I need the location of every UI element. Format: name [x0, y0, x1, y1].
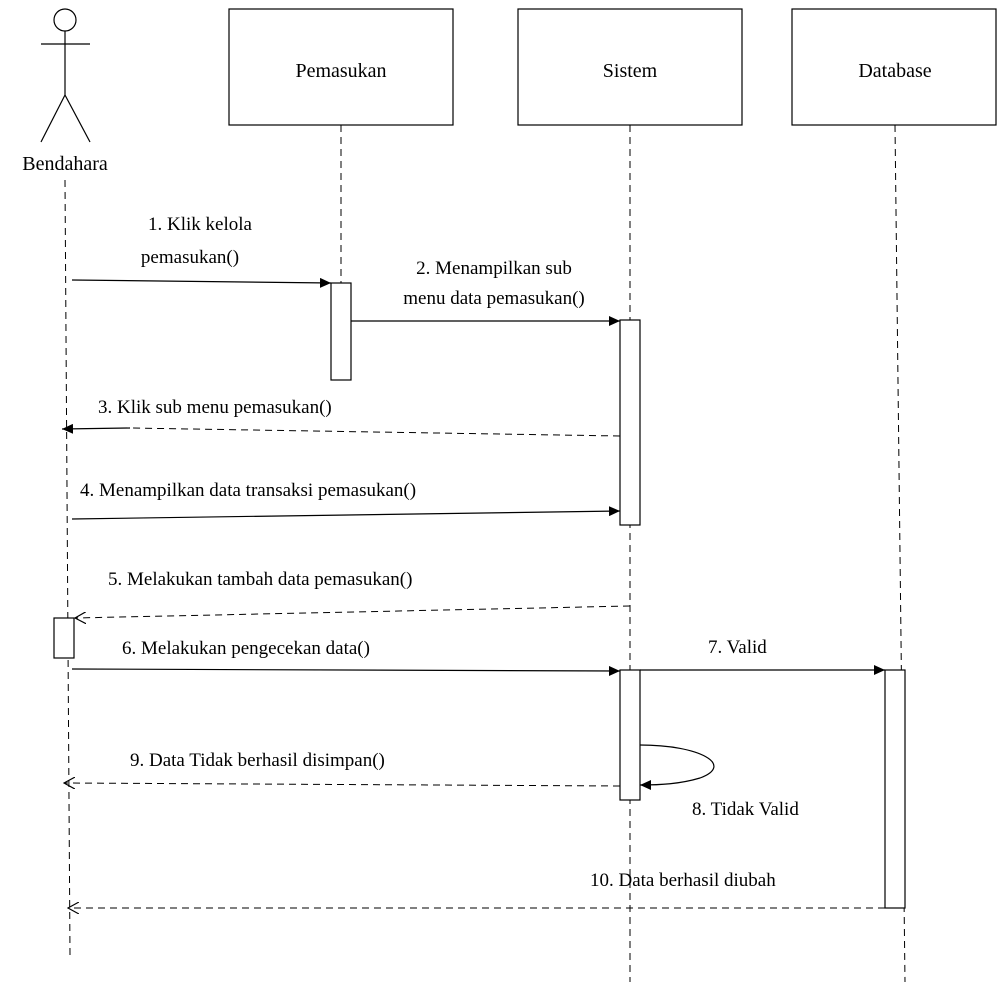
message-9-arrow — [64, 783, 621, 786]
message-5: 5. Melakukan tambah data pemasukan() — [75, 569, 631, 618]
message-6-arrow — [71, 665, 621, 676]
lifeline-sistem: Sistem — [517, 8, 743, 126]
activation-sistem-1 — [619, 319, 641, 526]
actor-bendahara: Bendahara — [22, 8, 108, 175]
actor-left-leg — [40, 94, 66, 143]
activation-database — [884, 669, 906, 909]
message-3: 3. Klik sub menu pemasukan() — [61, 397, 621, 437]
message-3-arrow — [129, 427, 621, 437]
message-7: 7. Valid — [640, 637, 885, 675]
lifeline-database: Database — [791, 8, 997, 126]
message-9: 9. Data Tidak berhasil disimpan() — [64, 750, 621, 786]
activation-pemasukan — [330, 282, 352, 381]
message-1-arrow — [71, 277, 332, 288]
lifeline-bendahara-line — [64, 179, 71, 956]
message-1-label-line2: pemasukan() — [141, 247, 239, 268]
actor-head — [53, 8, 77, 32]
message-6-label: 6. Melakukan pengecekan data() — [122, 638, 370, 659]
actor-label: Bendahara — [22, 153, 108, 175]
actor-right-leg — [64, 94, 91, 143]
message-5-label: 5. Melakukan tambah data pemasukan() — [108, 569, 412, 590]
message-10: 10. Data berhasil diubah — [68, 870, 885, 908]
lifeline-database-label: Database — [858, 60, 931, 82]
message-8: 8. Tidak Valid — [639, 744, 799, 820]
message-4: 4. Menampilkan data transaksi pemasukan(… — [71, 480, 621, 520]
message-5-arrow — [75, 605, 631, 618]
lifeline-pemasukan: Pemasukan — [228, 8, 454, 126]
lifeline-sistem-box — [517, 8, 743, 126]
message-3-label: 3. Klik sub menu pemasukan() — [98, 397, 332, 418]
message-7-label: 7. Valid — [708, 637, 767, 658]
message-1: 1. Klik kelola pemasukan() — [71, 214, 332, 288]
lifeline-pemasukan-box — [228, 8, 454, 126]
message-3-arrow-head-line — [61, 423, 131, 434]
lifeline-pemasukan-label: Pemasukan — [295, 60, 386, 82]
message-4-label: 4. Menampilkan data transaksi pemasukan(… — [80, 480, 416, 501]
message-2: 2. Menampilkan sub menu data pemasukan() — [351, 258, 620, 326]
lifeline-database-box — [791, 8, 997, 126]
message-8-label: 8. Tidak Valid — [692, 799, 799, 820]
activation-bendahara — [53, 617, 75, 659]
message-10-label: 10. Data berhasil diubah — [590, 870, 776, 891]
message-6: 6. Melakukan pengecekan data() — [71, 638, 621, 676]
message-9-label: 9. Data Tidak berhasil disimpan() — [130, 750, 385, 771]
message-2-label-line1: 2. Menampilkan sub — [416, 258, 572, 279]
message-4-arrow — [71, 506, 621, 520]
lifeline-sistem-label: Sistem — [603, 60, 658, 82]
message-2-label-line2: menu data pemasukan() — [403, 288, 584, 309]
message-1-label-line1: 1. Klik kelola — [148, 214, 253, 235]
message-8-arrow — [639, 744, 715, 790]
activation-sistem-2 — [619, 669, 641, 801]
